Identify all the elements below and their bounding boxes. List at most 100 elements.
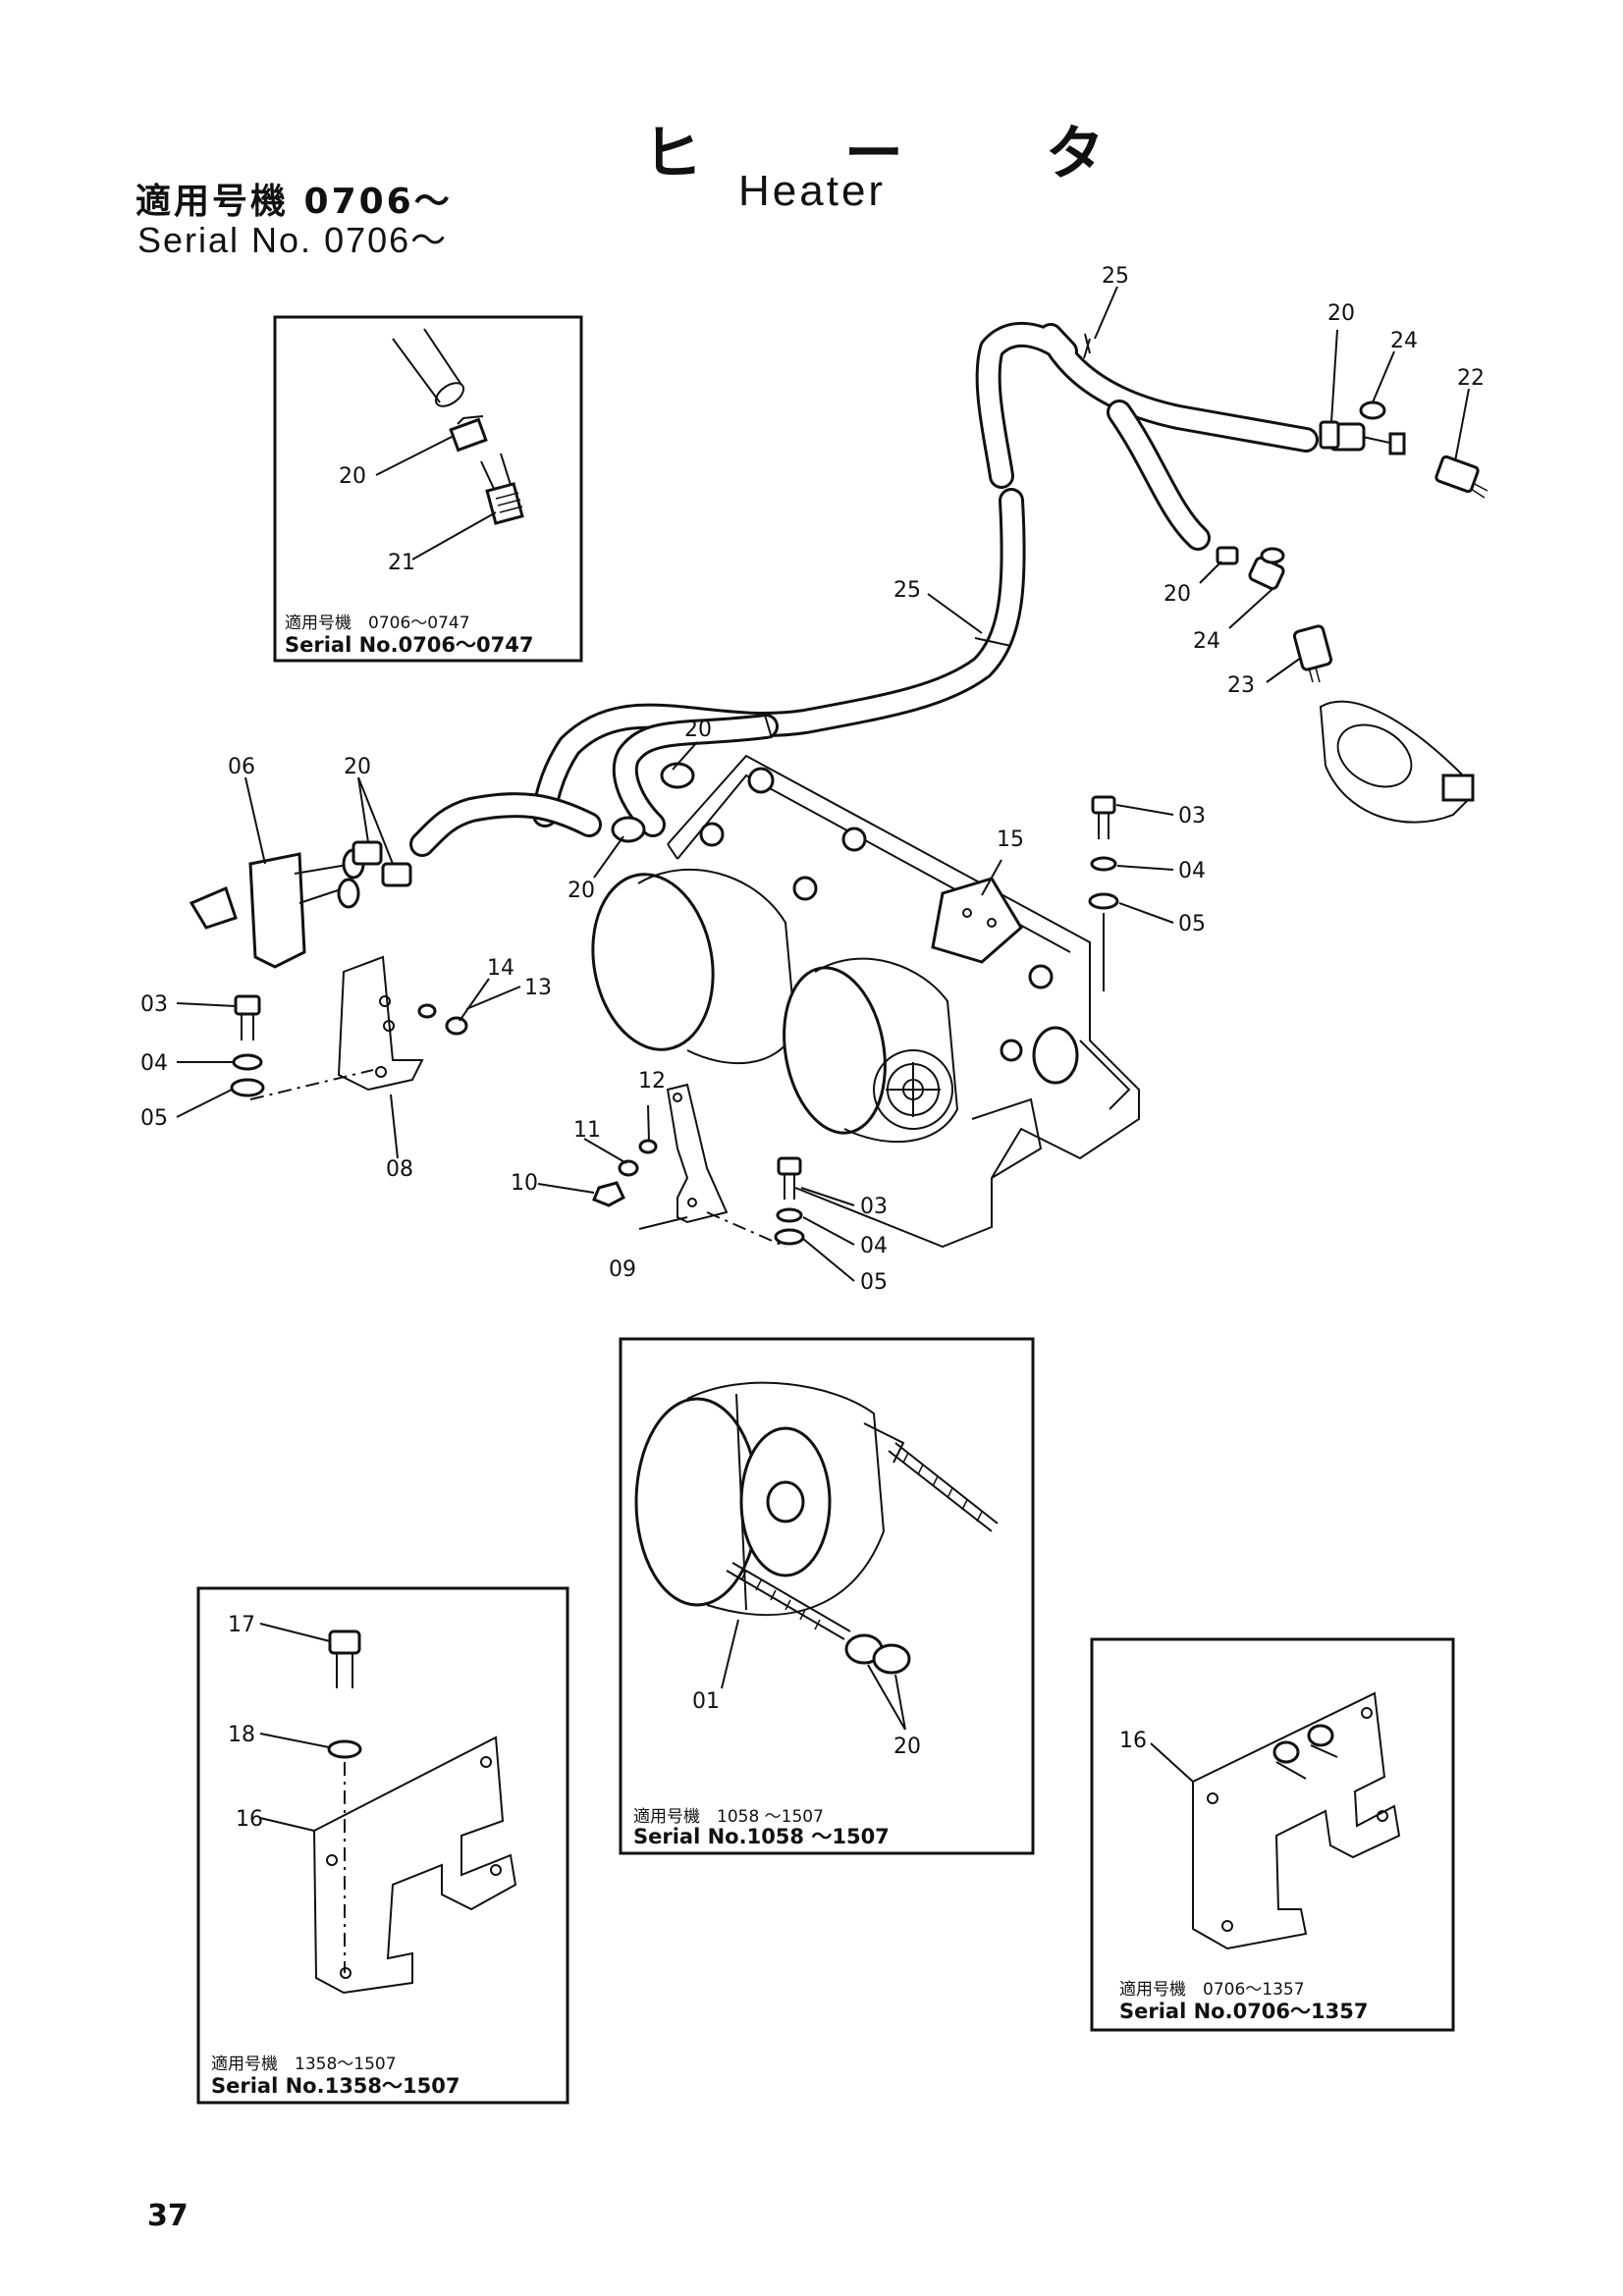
adapter-23-icon: [1292, 624, 1333, 683]
part-label: 09: [609, 1257, 636, 1282]
bolt-icon: [327, 1629, 362, 1973]
outlet-duct-icon: [1032, 1026, 1079, 1085]
fan-guard-icon: [873, 1049, 953, 1130]
leader-line: [867, 1664, 906, 1731]
bracket-08-icon: [337, 955, 424, 1092]
part-label: 13: [524, 976, 552, 1000]
part-label: 16: [1119, 1729, 1147, 1753]
part-label: 20: [1327, 301, 1355, 326]
hose-band-icon: [763, 711, 773, 739]
hose-clamp-icon: [449, 415, 488, 453]
inset-bracket-left: 17 18 16 適用号機 1358～1507 Serial No.1358～1…: [196, 1586, 569, 2105]
leader-lines: [176, 286, 1470, 1282]
leader-line: [259, 1733, 330, 1748]
page-title-en: Heater: [738, 167, 887, 215]
water-cock-icon: [1328, 400, 1406, 455]
hose-clamp-icon: [352, 840, 412, 887]
part-label: 06: [228, 755, 255, 779]
page-number: 37: [147, 2199, 189, 2233]
inset-bracket-right-frame: [1090, 1637, 1455, 2032]
nipple-fitting-icon: [480, 453, 524, 525]
inset-caption-jp: 適用号機 1358～1507: [211, 2055, 397, 2074]
inset-caption-en: Serial No.0706～1357: [1119, 2000, 1368, 2023]
blower-motor-rear-icon: [591, 873, 715, 1051]
water-cock-icon: [1248, 547, 1285, 591]
part-label: 25: [1102, 264, 1129, 289]
part-label: 24: [1390, 329, 1418, 353]
part-label: 18: [228, 1723, 255, 1747]
inset-top-left: 適用号機 0706～0747 Serial No.0706～0747: [273, 315, 583, 663]
leader-line: [721, 1619, 739, 1689]
inset-caption-jp: 適用号機 0706～0747: [285, 614, 470, 633]
heater-hoses: [409, 321, 1319, 857]
part-label: 10: [511, 1171, 538, 1196]
serial-range-en: Serial No. 0706～: [137, 220, 449, 260]
pipe-nipple-icon: [1272, 1724, 1338, 1780]
part-label: 20: [339, 464, 366, 489]
bracket-09-icon: [666, 1083, 729, 1224]
part-callouts: 25 20 24 22 20 24 23 25 20 06 20 20 03 0…: [140, 264, 1485, 1295]
leader-line: [411, 511, 497, 561]
part-label: 14: [487, 956, 514, 981]
part-label: 16: [236, 1807, 263, 1832]
heater-unit: [591, 754, 1140, 1249]
part-label: 24: [1193, 629, 1220, 654]
part-label: 03: [140, 992, 168, 1017]
part-label: 20: [684, 718, 712, 742]
inset-caption-en: Serial No.0706～0747: [285, 633, 533, 657]
screw-icon: [417, 1003, 468, 1036]
hose-clamp-icon: [1319, 420, 1340, 450]
nut-icon: [592, 1139, 658, 1207]
part-label: 25: [893, 578, 921, 603]
part-label: 08: [386, 1157, 413, 1182]
part-label: 03: [860, 1195, 888, 1219]
leader-line: [1150, 1742, 1194, 1783]
part-label: 21: [388, 551, 415, 575]
part-label: 04: [860, 1234, 888, 1258]
part-label: 01: [692, 1689, 720, 1714]
bolt-icon: [230, 994, 265, 1097]
part-label: 04: [140, 1051, 168, 1076]
part-label: 05: [1178, 912, 1206, 936]
switch-box-icon: [931, 877, 1023, 964]
inset-caption-jp: 適用号機 0706～1357: [1119, 1980, 1305, 2000]
serial-range-jp: 適用号機 0706～: [135, 182, 453, 222]
part-label: 17: [228, 1613, 255, 1637]
inset-bracket-right: 16 適用号機 0706～1357 Serial No.0706～1357: [1090, 1637, 1455, 2032]
inset-motor-frame: [619, 1337, 1035, 1855]
inset-top-left-frame: [273, 315, 583, 663]
part-label: 20: [568, 879, 595, 903]
stud-bolt-icon: [726, 1442, 999, 1640]
adapter-22-icon: [1434, 454, 1488, 499]
hose-band-icon: [1083, 333, 1091, 359]
hose-segment-icon: [392, 328, 465, 407]
part-label: 22: [1457, 366, 1485, 391]
part-label: 15: [997, 828, 1024, 852]
bracket-16-icon: [312, 1735, 517, 1995]
part-label: 05: [860, 1270, 888, 1295]
part-label: 05: [140, 1106, 168, 1131]
part-label: 03: [1178, 804, 1206, 828]
water-valve-06-icon: [189, 848, 365, 969]
inset-caption-en: Serial No.1358～1507: [211, 2074, 460, 2098]
bolt-icon: [1088, 795, 1119, 991]
part-label: 11: [573, 1118, 601, 1143]
page-title-jp: ヒ ー タ: [643, 120, 1165, 188]
hose-clamp-icon: [844, 1633, 911, 1675]
part-label: 04: [1178, 859, 1206, 883]
inset-caption-jp: 適用号機 1058 ～1507: [633, 1807, 824, 1827]
part-label: 20: [893, 1735, 921, 1759]
engine-fitting-icon: [1319, 700, 1475, 824]
hose-band-icon: [974, 637, 1012, 647]
motor-housing-icon: [634, 1397, 760, 1607]
leader-line: [259, 1817, 315, 1832]
bracket-16-icon: [1192, 1691, 1401, 1950]
part-label: 12: [638, 1069, 666, 1094]
part-label: 20: [344, 755, 371, 779]
inset-motor: 01 20 適用号機 1058 ～1507 Serial No.1058 ～15…: [619, 1337, 1035, 1855]
hose-clamp-icon: [1216, 546, 1239, 565]
part-label: 23: [1227, 673, 1255, 698]
leader-line: [375, 435, 455, 476]
leader-line: [259, 1623, 331, 1642]
